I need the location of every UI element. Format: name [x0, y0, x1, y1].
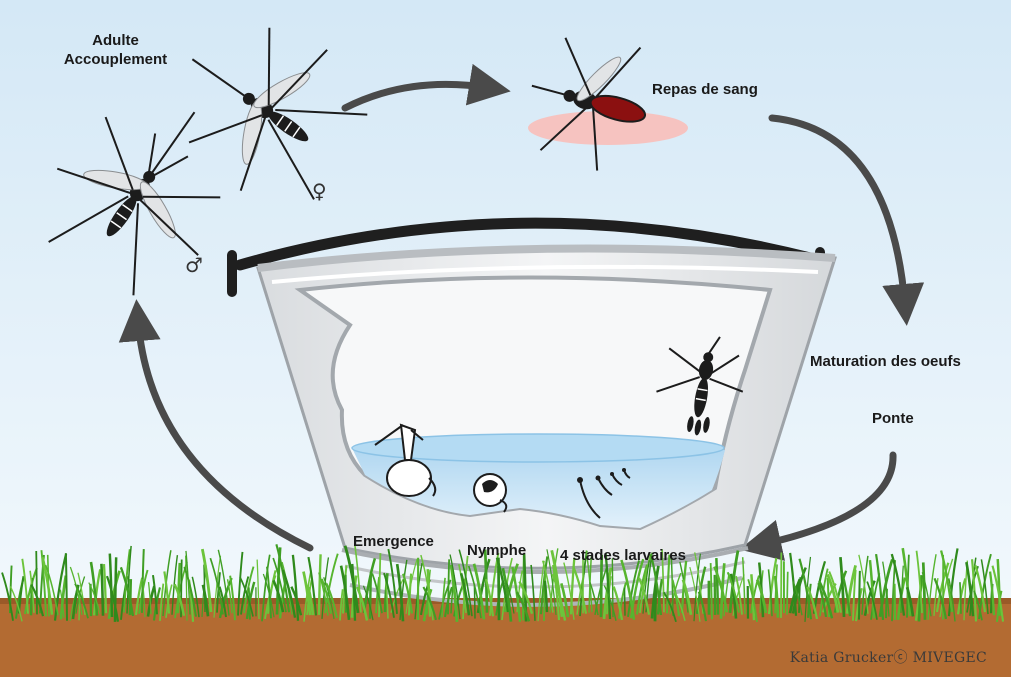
grass-blade: [448, 559, 449, 614]
grass-blade: [716, 558, 718, 615]
label-adult-line2: Accouplement: [58, 50, 173, 69]
label-blood-meal: Repas de sang: [652, 80, 758, 99]
label-pupa: Nymphe: [467, 541, 526, 560]
grass-blade: [36, 551, 37, 614]
label-adult: Adulte Accouplement: [58, 31, 173, 69]
grass-blade: [66, 553, 67, 621]
grass-blade: [787, 572, 788, 615]
label-laying: Ponte: [872, 409, 914, 428]
grass-blade: [894, 584, 895, 620]
grass-blade: [859, 571, 860, 620]
label-larvae: 4 stades larvaires: [560, 546, 686, 565]
grass-blade: [960, 582, 961, 614]
label-emergence: Emergence: [353, 532, 434, 551]
male-symbol: ♂: [185, 253, 203, 277]
female-symbol: ♀: [312, 179, 327, 203]
grass-blade: [624, 588, 625, 616]
grass-blade: [101, 564, 103, 616]
grass-blade: [828, 578, 829, 617]
label-adult-line1: Adulte: [58, 31, 173, 50]
grass-blade: [90, 584, 91, 616]
grass-blade: [923, 562, 925, 619]
grass-blade: [319, 554, 321, 615]
credit-signature: Katia Gruckerⓒ MIVEGEC: [790, 647, 987, 667]
label-egg-maturation: Maturation des oeufs: [810, 352, 961, 371]
